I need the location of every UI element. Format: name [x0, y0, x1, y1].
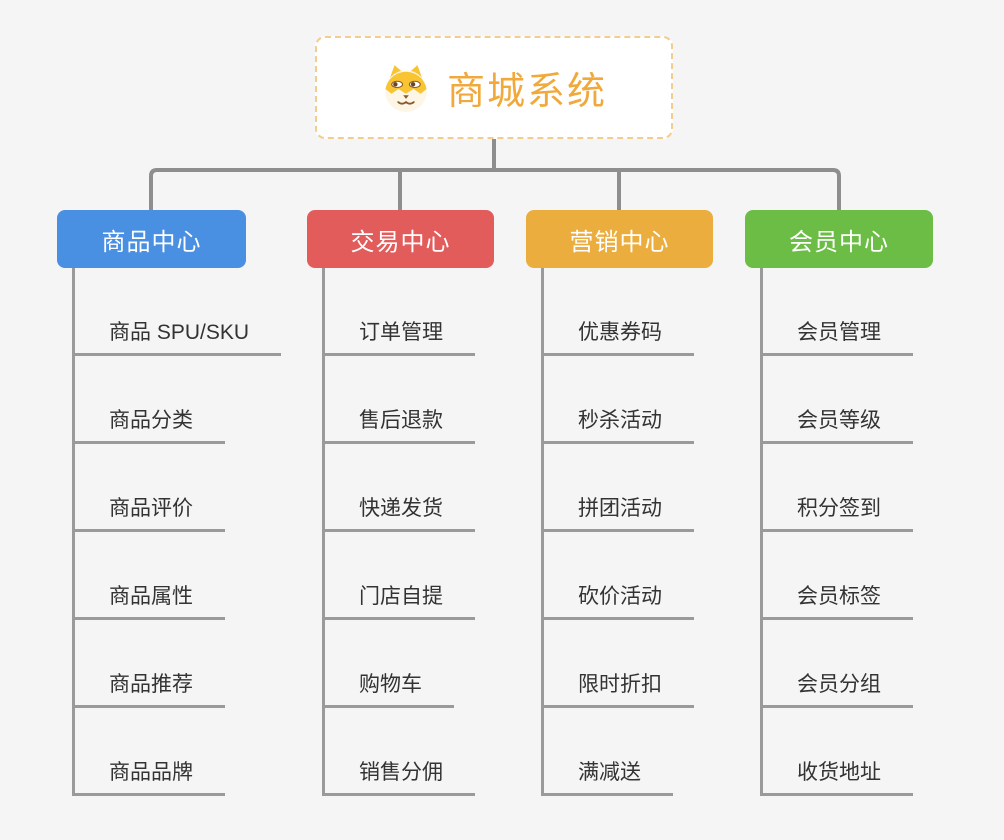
leaf-topic[interactable]: 商品评价 — [75, 495, 281, 532]
leaf-label: 会员管理 — [763, 319, 913, 356]
leaf-topic[interactable]: 快递发货 — [325, 495, 475, 532]
leaf-topic[interactable]: 砍价活动 — [544, 583, 694, 620]
leaf-topic[interactable]: 商品推荐 — [75, 671, 281, 708]
leaf-label: 商品属性 — [75, 583, 225, 620]
leaf-topic[interactable]: 秒杀活动 — [544, 407, 694, 444]
leaf-label: 商品品牌 — [75, 759, 225, 796]
leaf-label: 积分签到 — [763, 495, 913, 532]
leaf-label: 砍价活动 — [544, 583, 694, 620]
branch-header-trade-center[interactable]: 交易中心 — [307, 210, 494, 268]
leaf-topic[interactable]: 商品属性 — [75, 583, 281, 620]
branch-label: 会员中心 — [789, 228, 889, 256]
branch-header-marketing-center[interactable]: 营销中心 — [526, 210, 713, 268]
leaf-label: 秒杀活动 — [544, 407, 694, 444]
leaf-topic[interactable]: 积分签到 — [763, 495, 913, 532]
leaf-label: 会员标签 — [763, 583, 913, 620]
branch-header-member-center[interactable]: 会员中心 — [745, 210, 933, 268]
shiba-dog-icon — [385, 64, 427, 112]
leaf-topic[interactable]: 限时折扣 — [544, 671, 694, 708]
leaf-topic[interactable]: 优惠券码 — [544, 319, 694, 356]
root-topic[interactable]: 商城系统 — [315, 36, 673, 139]
leaf-topic[interactable]: 购物车 — [325, 671, 475, 708]
branch-label: 营销中心 — [569, 228, 670, 256]
leaf-label: 满减送 — [544, 759, 673, 796]
leaf-label: 商品推荐 — [75, 671, 225, 708]
leaf-label: 购物车 — [325, 671, 454, 708]
leaf-topic[interactable]: 会员管理 — [763, 319, 913, 356]
leaf-label: 商品 SPU/SKU — [75, 319, 282, 356]
leaf-topic[interactable]: 门店自提 — [325, 583, 475, 620]
leaf-label: 会员等级 — [763, 407, 913, 444]
leaf-label: 快递发货 — [325, 495, 475, 532]
branch-list-marketing-center: 优惠券码 秒杀活动 拼团活动 砍价活动 限时折扣 满减送 — [541, 268, 694, 796]
leaf-label: 订单管理 — [325, 319, 475, 356]
leaf-label: 销售分佣 — [325, 759, 475, 796]
leaf-topic[interactable]: 订单管理 — [325, 319, 475, 356]
leaf-label: 门店自提 — [325, 583, 475, 620]
branch-header-product-center[interactable]: 商品中心 — [57, 210, 246, 268]
leaf-topic[interactable]: 满减送 — [544, 759, 694, 796]
leaf-topic[interactable]: 商品分类 — [75, 407, 281, 444]
leaf-label: 限时折扣 — [544, 671, 694, 708]
branch-label: 交易中心 — [350, 228, 451, 256]
leaf-topic[interactable]: 商品 SPU/SKU — [75, 319, 282, 356]
leaf-topic[interactable]: 会员分组 — [763, 671, 913, 708]
leaf-label: 售后退款 — [325, 407, 475, 444]
leaf-label: 优惠券码 — [544, 319, 694, 356]
leaf-label: 拼团活动 — [544, 495, 694, 532]
leaf-label: 收货地址 — [763, 759, 913, 796]
leaf-label: 会员分组 — [763, 671, 913, 708]
leaf-topic[interactable]: 会员等级 — [763, 407, 913, 444]
branch-list-trade-center: 订单管理 售后退款 快递发货 门店自提 购物车 销售分佣 — [322, 268, 475, 796]
leaf-topic[interactable]: 商品品牌 — [75, 759, 281, 796]
leaf-topic[interactable]: 收货地址 — [763, 759, 913, 796]
leaf-topic[interactable]: 售后退款 — [325, 407, 475, 444]
leaf-label: 商品评价 — [75, 495, 225, 532]
branch-label: 商品中心 — [101, 228, 202, 256]
leaf-topic[interactable]: 拼团活动 — [544, 495, 694, 532]
branch-list-member-center: 会员管理 会员等级 积分签到 会员标签 会员分组 收货地址 — [760, 268, 913, 796]
leaf-topic[interactable]: 销售分佣 — [325, 759, 475, 796]
leaf-topic[interactable]: 会员标签 — [763, 583, 913, 620]
leaf-label: 商品分类 — [75, 407, 225, 444]
branch-list-product-center: 商品 SPU/SKU 商品分类 商品评价 商品属性 商品推荐 商品品牌 — [72, 268, 282, 796]
root-topic-title: 商城系统 — [446, 71, 607, 113]
